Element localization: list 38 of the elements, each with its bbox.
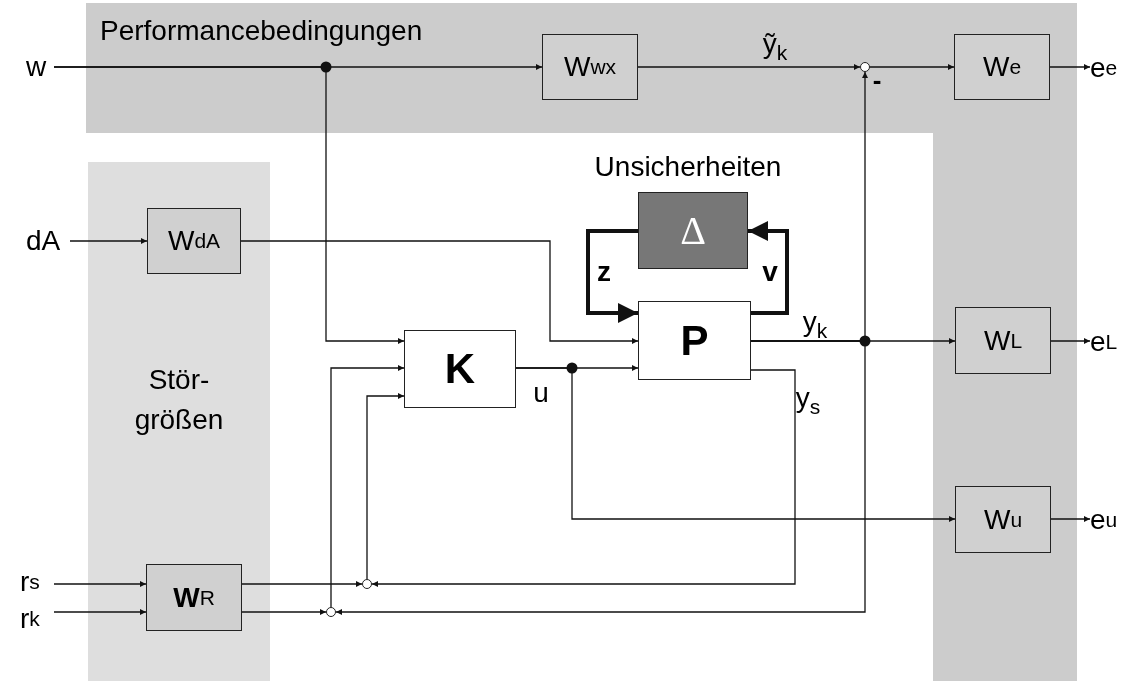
signal-name: w [26,50,54,84]
signal-arrow [53,66,405,344]
edge-label: u [533,379,549,407]
sign-label: - [872,67,882,93]
summing-junction [326,607,336,617]
signal-arrow [241,581,363,587]
signal-arrow [586,229,638,323]
signal-arrow [240,240,639,344]
signal-arrow [637,64,861,70]
signal-arrow [869,64,955,70]
edge-label: v [762,258,778,286]
signal-arrow [748,221,789,315]
signal-arrow [1050,338,1091,344]
edge-label: ỹ$_{k}$ [762,30,788,58]
signal-arrow [241,609,327,615]
signal-arrow [366,393,405,580]
signal-arrow [1049,64,1091,70]
region-heading: Stör- größen [133,363,225,437]
edge-label: z [597,258,611,286]
signal-arrow [53,581,147,587]
disturbance-region [88,162,270,681]
region-heading: Performancebedingungen [100,15,423,47]
edge-label: y$_{s}$ [795,384,821,412]
uncertainty-block: Δ [638,192,748,269]
signal-arrow [1050,516,1091,522]
signal-arrow [335,340,866,615]
signal-arrow [330,365,405,608]
summing-junction [860,62,870,72]
transfer-block: K [404,330,516,408]
signal-arrow [69,238,148,244]
signal-name: dA [26,224,70,258]
signal-arrow [53,609,147,615]
edge-label: y$_{k}$ [802,308,828,336]
signal-arrow [371,369,796,587]
summing-junction [362,579,372,589]
block-heading: Unsicherheiten [593,150,783,184]
signal-arrow [515,367,956,522]
transfer-block: P [638,301,751,380]
